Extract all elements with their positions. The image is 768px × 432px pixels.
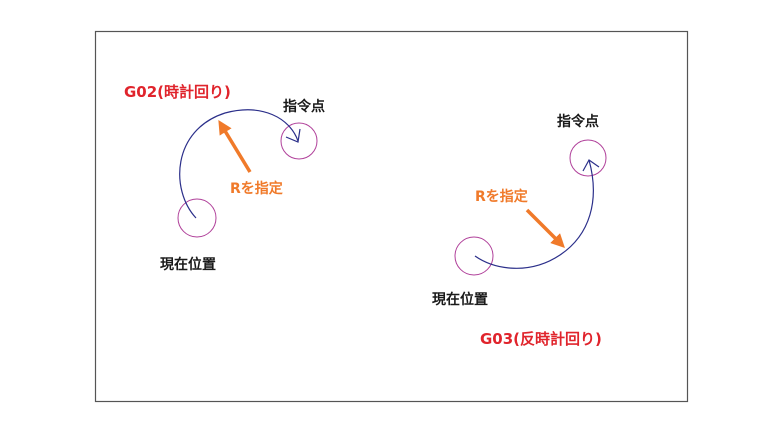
g03-arc-path [474,159,594,269]
g02-arc-arrowhead-icon [285,128,301,143]
g02-start-label: 現在位置 [160,256,216,273]
g03-title: G03(反時計回り) [480,330,602,348]
g02-diagram: G02(時計回り) 指令点 Rを指定 現在位置 [124,83,325,273]
g02-radius-arrow [218,120,252,173]
g02-target-label: 指令点 [283,98,325,115]
g03-start-circle [454,236,494,276]
g03-start-label: 現在位置 [432,291,488,308]
g02-arc-path [179,109,299,219]
g03-radius-label: Rを指定 [475,188,528,205]
g03-diagram: 指令点 Rを指定 現在位置 G03(反時計回り) [432,113,607,348]
g02-target-circle [280,122,318,160]
g03-radius-arrow [525,208,565,248]
g02-radius-label: Rを指定 [230,180,283,197]
g03-target-label: 指令点 [557,113,599,130]
g02-title: G02(時計回り) [124,83,231,101]
g03-target-circle [569,139,607,177]
g02-start-circle [177,198,217,238]
g03-arc-arrowhead-icon [582,159,600,172]
